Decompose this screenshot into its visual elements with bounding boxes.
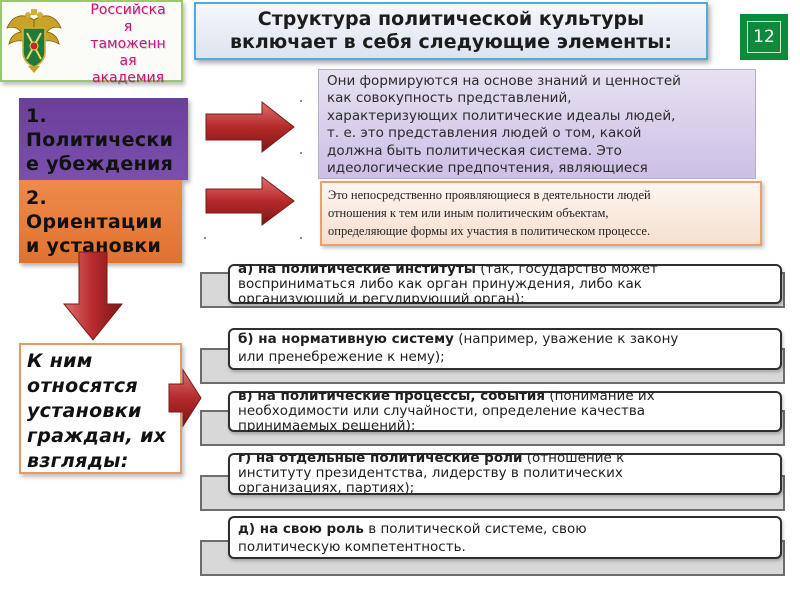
attitude-row-roles-text: г) на отдельные политические роли (отнош… <box>238 453 625 495</box>
title-panel <box>194 2 708 60</box>
right-arrow-icon <box>205 176 295 226</box>
item-political-beliefs-box <box>19 98 188 180</box>
attitude-row-own-role <box>228 516 782 559</box>
right-arrow-icon <box>168 368 202 428</box>
item-orientations-box <box>19 180 182 263</box>
attitude-row-processes <box>228 391 782 432</box>
down-arrow-icon <box>62 251 124 341</box>
decor-dot <box>300 152 302 154</box>
attitude-row-roles <box>228 453 782 495</box>
slide-title: Структура политической культуры включает… <box>229 8 673 53</box>
attitude-row-norms <box>228 328 782 370</box>
attitude-row-own-role-text: д) на свою роль в политической системе, … <box>238 521 587 555</box>
item-citizen-attitudes-label: К ним относятся установки граждан, их вз… <box>27 350 167 472</box>
customs-emblem-icon <box>6 9 62 73</box>
beliefs-definition-box <box>318 69 756 179</box>
right-arrow-icon <box>205 100 295 154</box>
beliefs-definition-text: Они формируются на основе знаний и ценно… <box>327 73 681 177</box>
item-political-beliefs-label: 1. Политически е убеждения <box>26 105 174 175</box>
attitude-row-institutions-text: а) на политические институты (так, госуд… <box>238 264 658 304</box>
orientations-definition-text: Это непосредственно проявляющиеся в деят… <box>328 188 651 238</box>
attitude-row-norms-text: б) на нормативную систему (например, ува… <box>238 331 679 365</box>
item-orientations-label: 2. Ориентации и установки <box>26 187 163 257</box>
decor-dot <box>204 237 206 239</box>
academy-name: Российска я таможенн ая академия <box>90 2 166 86</box>
attitude-row-institutions <box>228 264 782 304</box>
orientations-definition-box <box>320 181 762 246</box>
decor-dot <box>300 100 302 102</box>
attitude-row-processes-text: в) на политические процессы, события (по… <box>238 391 655 432</box>
decor-dot <box>300 237 302 239</box>
page-number: 12 <box>747 21 781 53</box>
